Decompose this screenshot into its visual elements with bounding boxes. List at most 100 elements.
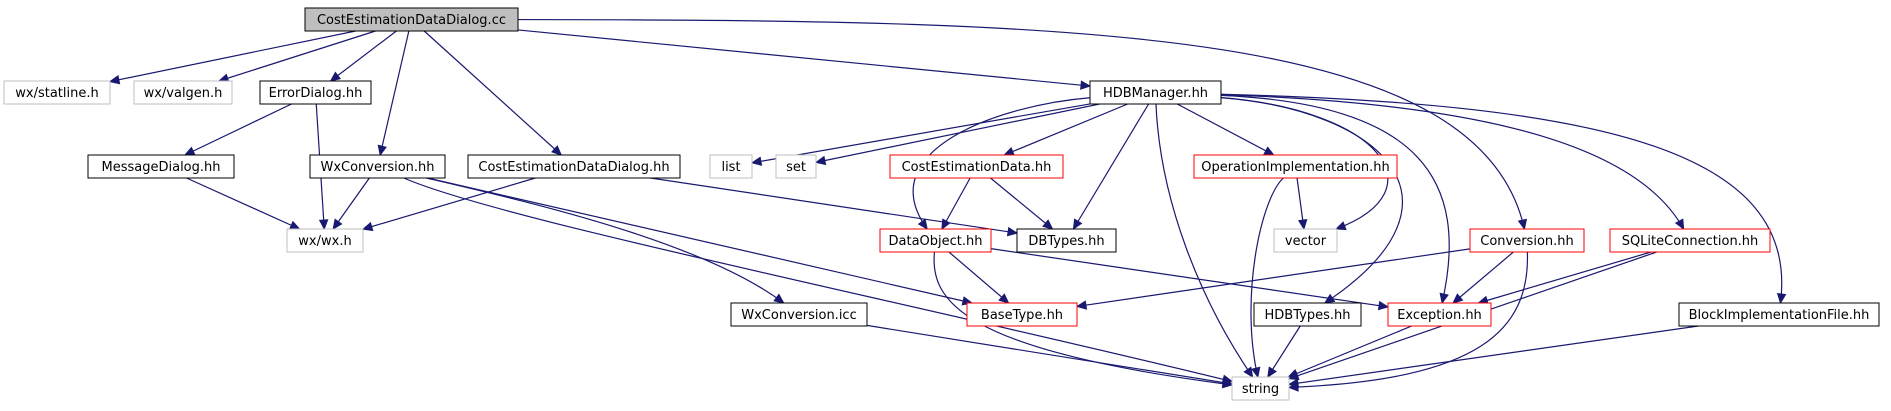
edge-hdbmanager-to-sqlite-arrowhead (1674, 218, 1685, 231)
node-opimpl[interactable]: OperationImplementation.hh (1193, 154, 1398, 179)
edge-cedata-to-dbtypes-arrowhead (1042, 219, 1054, 230)
edge-wxconversion-to-wxwx (332, 177, 370, 230)
edge-opimpl-to-vector-arrowhead (1297, 218, 1308, 231)
edge-dataobject-to-exception (990, 248, 1389, 308)
node-string[interactable]: string (1231, 376, 1290, 401)
node-cedialoghh[interactable]: CostEstimationDataDialog.hh (467, 154, 681, 179)
edge-hdbmanager-to-set (815, 103, 1100, 163)
node-conversion[interactable]: Conversion.hh (1469, 228, 1585, 253)
edge-errordialog-to-wxwx-arrowhead (318, 219, 329, 231)
edge-root-to-wxconversion (379, 30, 410, 156)
node-messagedialog-box (87, 154, 235, 179)
edge-wxconversion-to-string (403, 177, 1233, 383)
edge-opimpl-to-string-arrowhead (1251, 366, 1261, 379)
node-opimpl-box (1193, 154, 1398, 179)
edge-root-to-statline (109, 30, 356, 83)
node-basetype[interactable]: BaseType.hh (966, 302, 1078, 327)
node-root-label: CostEstimationDataDialog.cc (317, 13, 506, 28)
edge-sqlite-to-exception (1478, 251, 1652, 304)
edge-wxconversion-to-wxconvicc (426, 177, 785, 304)
node-dataobject-label: DataObject.hh (889, 234, 983, 249)
edge-hdbmanager-to-list (751, 103, 1091, 164)
edge-wxconversion-to-wxconvicc-arrowhead (773, 293, 785, 304)
node-basetype-box (966, 302, 1078, 327)
node-set[interactable]: set (775, 154, 817, 179)
edge-hdbmanager-to-cedata (1004, 103, 1128, 156)
edge-dataobject-to-basetype (948, 251, 1009, 304)
node-valgen-box (133, 80, 233, 105)
node-errordialog[interactable]: ErrorDialog.hh (259, 80, 372, 105)
node-dataobject-box (879, 228, 992, 253)
node-dataobject[interactable]: DataObject.hh (879, 228, 992, 253)
node-sqlite[interactable]: SQLiteConnection.hh (1609, 228, 1771, 253)
edge-conversion-to-exception-arrowhead (1452, 293, 1464, 304)
edge-hdbmanager-to-list-arrowhead (750, 156, 763, 166)
edge-hdbtypes-to-string-arrowhead (1267, 366, 1277, 379)
node-hdbtypes-box (1253, 302, 1362, 327)
node-list[interactable]: list (709, 154, 753, 179)
node-hdbtypes[interactable]: HDBTypes.hh (1253, 302, 1362, 327)
node-wxconversion-label: WxConversion.hh (320, 160, 434, 175)
edge-exception-to-string-arrowhead (1287, 368, 1299, 378)
node-wxwx[interactable]: wx/wx.h (286, 228, 364, 253)
edge-cedata-to-dataobject (941, 177, 971, 230)
edge-wxconversion-to-wxwx-arrowhead (332, 218, 343, 231)
node-root-box (304, 7, 519, 32)
node-wxconversion-box (309, 154, 446, 179)
node-vector[interactable]: vector (1273, 228, 1338, 253)
edge-hdbmanager-to-dataobject-arrowhead (917, 218, 928, 230)
edge-root-to-errordialog (330, 30, 397, 82)
edge-blockimpl-to-string (1288, 325, 1699, 386)
node-wxconversion[interactable]: WxConversion.hh (309, 154, 446, 179)
edge-opimpl-to-string (1250, 177, 1284, 378)
node-root[interactable]: CostEstimationDataDialog.cc (304, 7, 519, 32)
edge-hdbmanager-to-vector-arrowhead (1334, 221, 1347, 231)
node-list-label: list (721, 160, 740, 175)
node-statline-label: wx/statline.h (15, 86, 98, 101)
node-blockimpl-box (1678, 302, 1880, 327)
edge-root-to-wxconversion-arrowhead (377, 144, 387, 157)
edge-cedata-to-dbtypes (990, 177, 1053, 230)
edge-wxconvicc-to-string (866, 324, 1233, 385)
node-cedata[interactable]: CostEstimationData.hh (889, 154, 1064, 179)
node-statline[interactable]: wx/statline.h (3, 80, 111, 105)
edge-hdbmanager-to-dataobject (912, 97, 1091, 230)
node-valgen-label: wx/valgen.h (144, 86, 223, 101)
edge-hdbmanager-to-set-arrowhead (814, 155, 827, 166)
node-dbtypes-box (1016, 228, 1117, 253)
nodes-layer: CostEstimationDataDialog.cc wx/statline.h… (3, 7, 1880, 401)
node-exception-box (1387, 302, 1492, 327)
node-exception[interactable]: Exception.hh (1387, 302, 1492, 327)
edge-dataobject-to-exception-arrowhead (1377, 300, 1390, 311)
node-conversion-box (1469, 228, 1585, 253)
edge-root-to-statline-arrowhead (108, 74, 121, 85)
node-hdbmanager[interactable]: HDBManager.hh (1089, 80, 1222, 105)
node-blockimpl[interactable]: BlockImplementationFile.hh (1678, 302, 1880, 327)
edge-root-to-valgen (218, 30, 376, 82)
edge-hdbmanager-to-dbtypes (1072, 103, 1150, 230)
node-cedialoghh-label: CostEstimationDataDialog.hh (478, 160, 669, 175)
node-valgen[interactable]: wx/valgen.h (133, 80, 233, 105)
edge-cedata-to-dataobject-arrowhead (941, 218, 951, 231)
edge-errordialog-to-messagedialog (184, 103, 292, 156)
node-messagedialog[interactable]: MessageDialog.hh (87, 154, 235, 179)
edge-exception-to-string (1288, 325, 1412, 378)
edge-root-to-hdbmanager (517, 29, 1091, 87)
node-dbtypes[interactable]: DBTypes.hh (1016, 228, 1117, 253)
node-cedialoghh-box (467, 154, 681, 179)
edge-hdbmanager-to-string-arrowhead (1243, 366, 1254, 379)
edge-root-to-cedialoghh (423, 30, 562, 156)
edge-cedialoghh-to-wxwx (362, 177, 536, 230)
node-wxconvicc[interactable]: WxConversion.icc (730, 302, 868, 327)
edge-hdbtypes-to-string (1267, 325, 1301, 378)
node-basetype-label: BaseType.hh (981, 308, 1063, 323)
edge-messagedialog-to-wxwx-arrowhead (288, 220, 301, 230)
node-wxconvicc-label: WxConversion.icc (741, 308, 856, 323)
node-sqlite-label: SQLiteConnection.hh (1622, 234, 1759, 249)
edge-hdbmanager-to-blockimpl-arrowhead (1776, 292, 1787, 305)
node-exception-label: Exception.hh (1397, 308, 1482, 323)
node-hdbmanager-label: HDBManager.hh (1103, 86, 1208, 101)
node-hdbmanager-box (1089, 80, 1222, 105)
edge-hdbmanager-to-sqlite (1220, 94, 1685, 230)
